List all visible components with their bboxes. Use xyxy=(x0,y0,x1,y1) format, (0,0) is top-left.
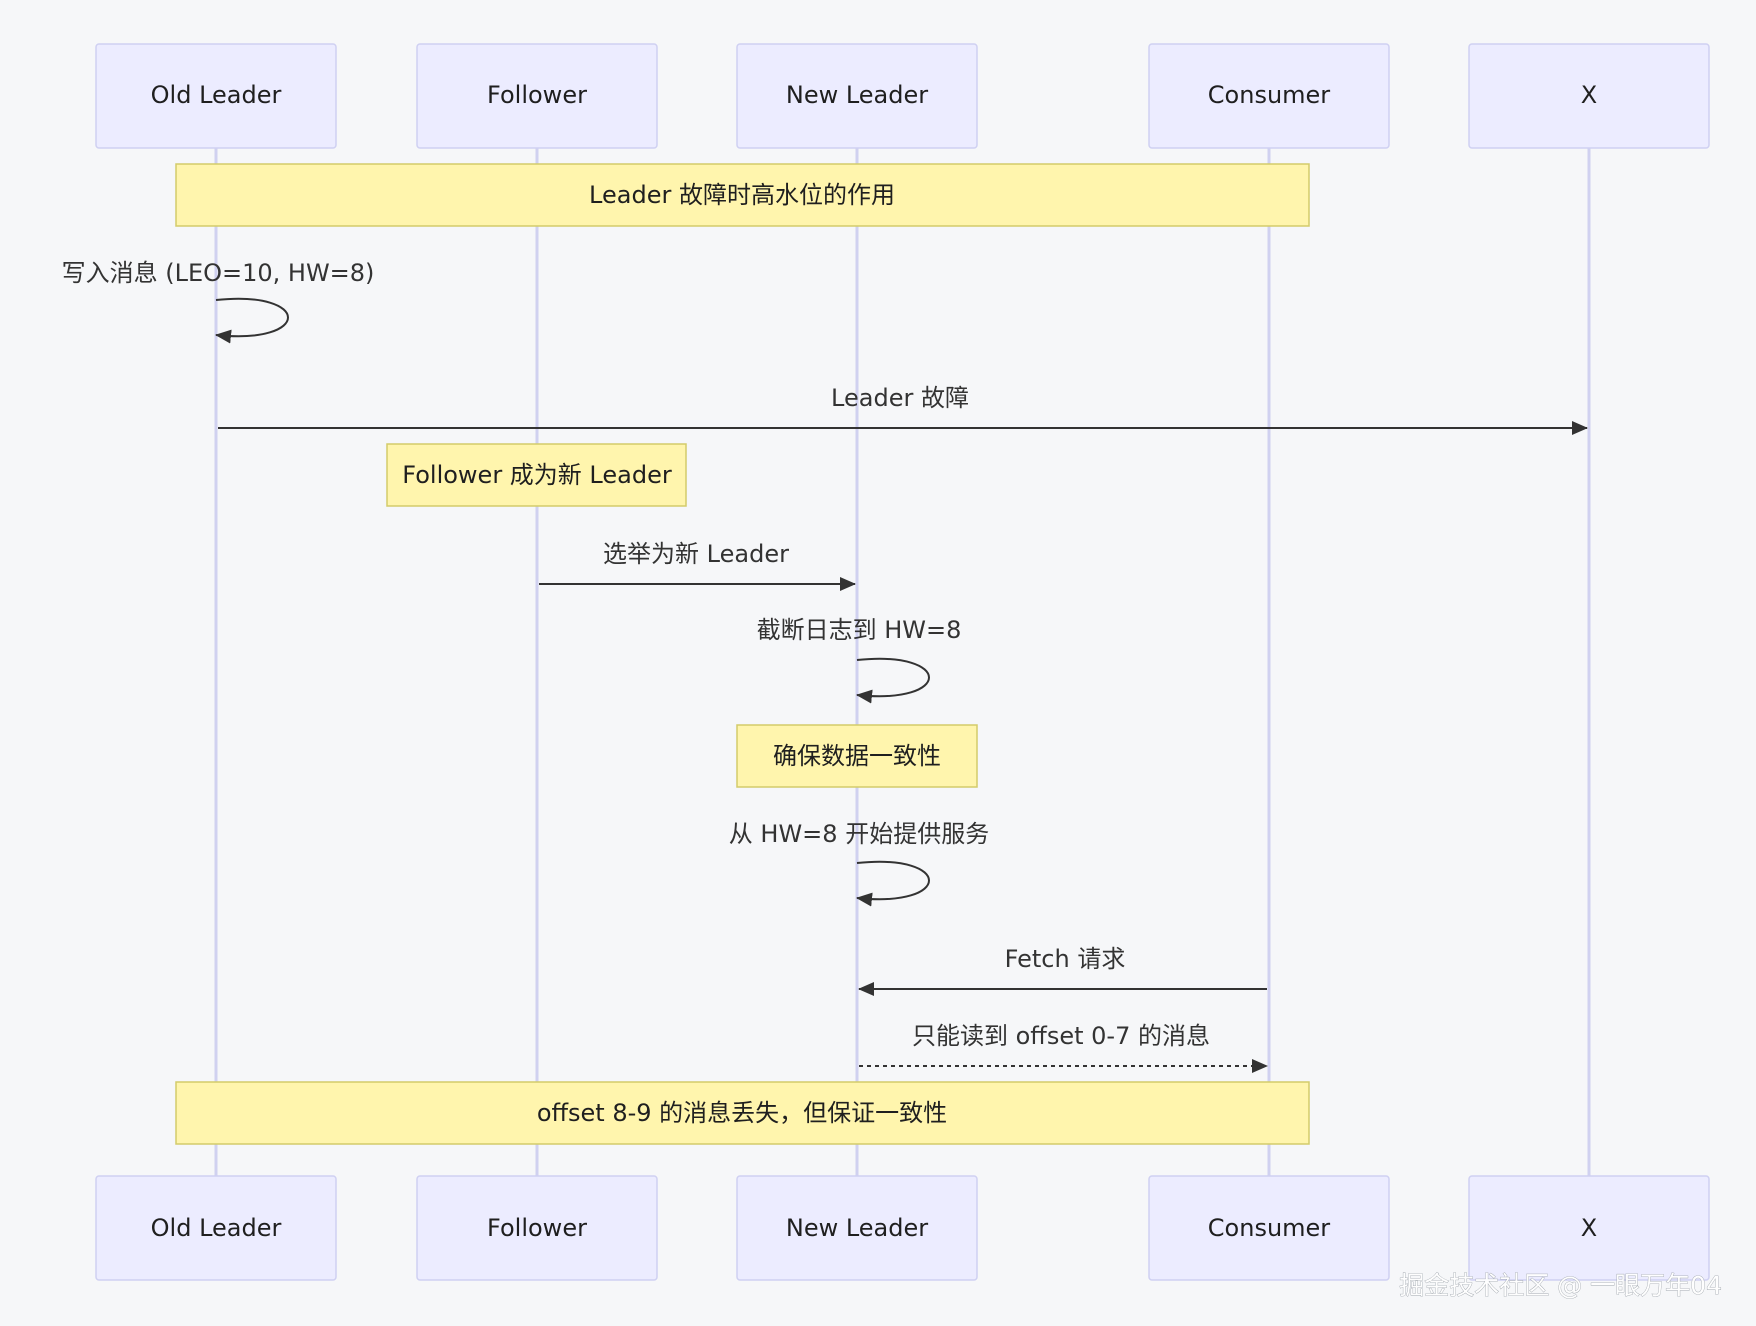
note-ensure-consistency: 确保数据一致性 xyxy=(736,724,978,788)
actor-bottom-follower: Follower xyxy=(416,1175,658,1281)
actor-label: Follower xyxy=(487,81,587,109)
actor-bottom-old-leader: Old Leader xyxy=(95,1175,337,1281)
message-label: 从 HW=8 开始提供服务 xyxy=(729,820,989,848)
actor-label: New Leader xyxy=(786,81,928,109)
message-serve: 从 HW=8 开始提供服务 xyxy=(729,820,989,907)
actor-label: X xyxy=(1581,1214,1597,1242)
message-leader-fail: Leader 故障 xyxy=(218,384,1588,435)
message-label: Leader 故障 xyxy=(831,384,969,412)
watermark: 掘金技术社区 @ 一眼万年04 xyxy=(1399,1271,1722,1300)
message-read: 只能读到 offset 0-7 的消息 xyxy=(859,1022,1268,1073)
message-label: Fetch 请求 xyxy=(1005,945,1126,973)
self-arrow xyxy=(856,657,930,704)
message-label: 截断日志到 HW=8 xyxy=(757,616,962,644)
message-write: 写入消息 (LEO=10, HW=8) xyxy=(62,259,375,344)
note-hw-role: Leader 故障时高水位的作用 xyxy=(175,163,1310,227)
note-text: offset 8-9 的消息丢失，但保证一致性 xyxy=(537,1099,947,1127)
message-label: 选举为新 Leader xyxy=(603,540,789,568)
actor-top-new-leader: New Leader xyxy=(736,43,978,149)
actor-top-x: X xyxy=(1468,43,1710,149)
actor-top-follower: Follower xyxy=(416,43,658,149)
note-text: Leader 故障时高水位的作用 xyxy=(589,181,895,209)
actor-label: Old Leader xyxy=(151,1214,282,1242)
self-arrow xyxy=(215,297,289,344)
actor-label: X xyxy=(1581,81,1597,109)
note-follower-becomes-leader: Follower 成为新 Leader xyxy=(386,443,687,507)
actor-bottom-x: X xyxy=(1468,1175,1710,1281)
actor-top-consumer: Consumer xyxy=(1148,43,1390,149)
actor-top-old-leader: Old Leader xyxy=(95,43,337,149)
actor-label: Old Leader xyxy=(151,81,282,109)
note-offset-lost: offset 8-9 的消息丢失，但保证一致性 xyxy=(175,1081,1310,1145)
message-label: 只能读到 offset 0-7 的消息 xyxy=(912,1022,1210,1050)
message-label: 写入消息 (LEO=10, HW=8) xyxy=(62,259,375,287)
note-text: 确保数据一致性 xyxy=(773,742,941,770)
message-truncate: 截断日志到 HW=8 xyxy=(757,616,962,704)
actor-label: Consumer xyxy=(1208,1214,1331,1242)
actor-bottom-consumer: Consumer xyxy=(1148,1175,1390,1281)
message-fetch: Fetch 请求 xyxy=(858,945,1267,996)
actor-label: Consumer xyxy=(1208,81,1331,109)
note-text: Follower 成为新 Leader xyxy=(402,461,672,489)
actor-label: Follower xyxy=(487,1214,587,1242)
actor-label: New Leader xyxy=(786,1214,928,1242)
self-arrow xyxy=(856,860,930,907)
message-elect: 选举为新 Leader xyxy=(539,540,856,591)
actor-bottom-new-leader: New Leader xyxy=(736,1175,978,1281)
